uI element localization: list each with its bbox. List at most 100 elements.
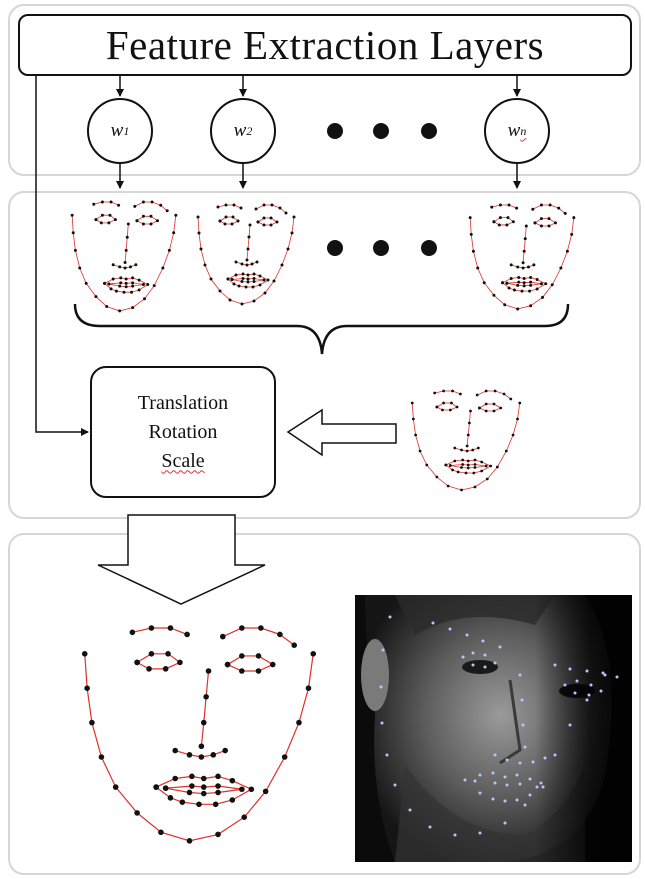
landmark-contour-browL bbox=[132, 627, 188, 636]
landmark-point bbox=[131, 276, 135, 280]
landmark-point bbox=[448, 464, 452, 467]
landmark-point bbox=[149, 222, 153, 226]
landmark-point bbox=[123, 261, 127, 264]
landmark-point bbox=[113, 218, 117, 222]
photo-landmark-point bbox=[428, 825, 432, 829]
landmark-point bbox=[511, 433, 515, 437]
photo-landmark-point bbox=[553, 753, 557, 757]
landmark-point bbox=[492, 220, 496, 224]
landmark-contour-nose bbox=[124, 223, 129, 263]
landmark-point bbox=[205, 668, 212, 674]
landmark-point bbox=[451, 389, 454, 393]
photo-landmark-point bbox=[483, 653, 487, 657]
landmark-point bbox=[128, 265, 132, 269]
landmark-point bbox=[522, 281, 526, 285]
landmark-point bbox=[565, 249, 569, 253]
landmark-point bbox=[100, 200, 104, 204]
landmark-point bbox=[305, 685, 312, 691]
landmark-contour-eyeL bbox=[95, 214, 117, 224]
hollow-arrow-left bbox=[286, 408, 397, 457]
landmark-point bbox=[73, 248, 77, 252]
photo-landmark-point bbox=[515, 773, 519, 777]
landmark-point bbox=[107, 221, 111, 225]
landmark-point bbox=[521, 266, 525, 270]
landmark-point bbox=[240, 280, 244, 283]
photo-landmark-point bbox=[563, 683, 567, 687]
landmark-point bbox=[119, 281, 123, 285]
landmark-point bbox=[465, 444, 469, 448]
landmark-point bbox=[114, 289, 118, 293]
photo-landmark-point bbox=[541, 785, 545, 789]
photo-landmark-point bbox=[528, 777, 532, 781]
photo-landmark-point bbox=[568, 723, 572, 727]
landmark-point bbox=[292, 215, 296, 219]
landmark-point bbox=[255, 653, 262, 659]
landmark-point bbox=[506, 216, 510, 220]
landmark-point bbox=[517, 275, 521, 279]
photo-landmark-point bbox=[505, 758, 509, 762]
landmark-point bbox=[533, 221, 537, 225]
landmark-point bbox=[461, 458, 465, 462]
landmark-point bbox=[520, 289, 524, 293]
photo-landmark-point bbox=[388, 615, 392, 619]
landmark-contour-eyeR bbox=[479, 403, 502, 412]
photo-landmark-point bbox=[518, 673, 522, 677]
photo-landmark-point bbox=[518, 782, 522, 786]
photo-landmark-point bbox=[431, 621, 435, 625]
landmark-point bbox=[134, 263, 138, 267]
photo-landmark-point bbox=[539, 781, 543, 785]
landmark-point bbox=[269, 661, 276, 668]
photo-landmark-point bbox=[448, 627, 452, 631]
landmark-point bbox=[228, 298, 232, 302]
landmark-point bbox=[544, 282, 548, 286]
transform-translation: Translation bbox=[137, 391, 229, 414]
landmark-point bbox=[241, 272, 245, 276]
landmark-point bbox=[460, 488, 463, 492]
landmark-point bbox=[230, 222, 234, 226]
landmark-point bbox=[547, 217, 551, 221]
landmark-point bbox=[248, 786, 255, 793]
landmark-point bbox=[247, 235, 251, 239]
landmark-point bbox=[269, 223, 273, 227]
landmark-point bbox=[446, 484, 450, 488]
landmark-point bbox=[109, 200, 113, 204]
photo-landmark-point bbox=[523, 745, 527, 749]
landmark-contour-browR bbox=[532, 204, 566, 214]
landmark-point bbox=[539, 224, 543, 228]
face-landmarks-w1 bbox=[70, 200, 178, 313]
landmark-point bbox=[89, 719, 95, 726]
weight-symbol: w bbox=[507, 120, 521, 141]
landmark-point bbox=[143, 297, 147, 301]
header-title: Feature Extraction Layers bbox=[105, 22, 545, 68]
landmark-point bbox=[280, 263, 284, 267]
landmark-point bbox=[480, 469, 484, 473]
landmark-point bbox=[137, 278, 141, 282]
landmark-point bbox=[153, 784, 159, 790]
landmark-point bbox=[484, 389, 488, 393]
landmark-point bbox=[476, 266, 480, 270]
landmark-point bbox=[172, 775, 178, 782]
landmark-point bbox=[234, 260, 238, 264]
landmark-point bbox=[550, 283, 554, 287]
landmark-point bbox=[141, 200, 145, 204]
landmark-contour-browR bbox=[222, 627, 295, 646]
photo-landmark-point bbox=[463, 778, 467, 782]
landmark-point bbox=[512, 288, 516, 292]
landmark-point bbox=[252, 272, 256, 276]
landmark-point bbox=[516, 265, 520, 269]
landmark-point bbox=[465, 449, 469, 453]
landmark-point bbox=[240, 262, 244, 266]
landmark-point bbox=[224, 661, 231, 668]
landmark-point bbox=[135, 219, 139, 223]
landmark-point bbox=[84, 281, 88, 285]
landmark-point bbox=[509, 397, 513, 401]
landmark-point bbox=[103, 281, 107, 285]
landmark-point bbox=[148, 651, 155, 657]
landmark-contour-eyeR bbox=[227, 655, 275, 672]
photo-landmark-point bbox=[461, 655, 465, 659]
landmark-point bbox=[215, 773, 221, 780]
landmark-point bbox=[252, 277, 256, 280]
landmark-contour-browL bbox=[491, 204, 517, 209]
